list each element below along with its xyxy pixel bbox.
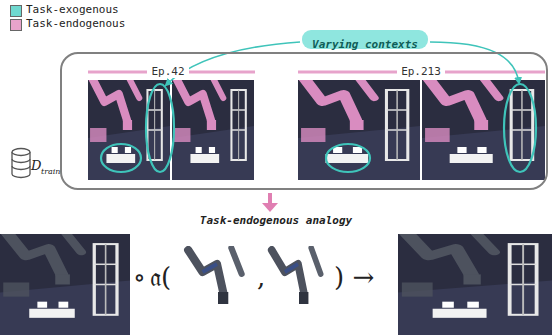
context-pill: Varying contexts [302, 30, 428, 49]
legend-text: Task-endogenous [26, 17, 125, 30]
comma: , [257, 262, 265, 292]
compose-symbol: ∘ [133, 262, 146, 292]
dataset-container: Ep.42 Ep.213 [60, 52, 548, 190]
episode-label: Ep.213 [397, 65, 445, 78]
database-icon [12, 149, 30, 178]
legend-swatch [10, 5, 22, 17]
scene-images [88, 78, 545, 180]
context-ellipse [101, 84, 536, 172]
pill-text: Varying contexts [312, 38, 418, 51]
legend-swatch [10, 19, 22, 31]
close-arrow: ) → [334, 262, 374, 292]
analogy-function: 𝔞( [150, 262, 171, 293]
dataset-subscript: train [41, 167, 61, 176]
analogy-title: Task-endogenous analogy [200, 214, 352, 227]
dataset-symbol: D [31, 158, 41, 173]
legend-text: Task-exogenous [26, 3, 119, 16]
episode-label: Ep.42 [147, 65, 188, 78]
analogy-images [0, 232, 552, 335]
down-arrow [262, 193, 278, 212]
